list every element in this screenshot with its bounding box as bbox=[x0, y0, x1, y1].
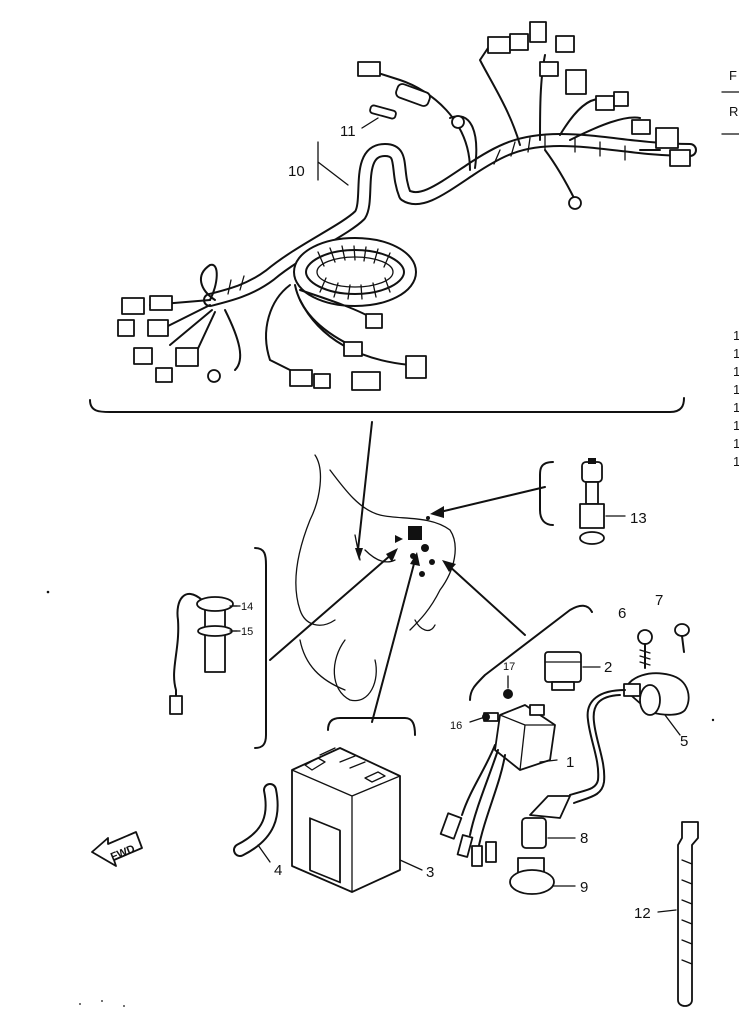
part-5-ignition-coil bbox=[569, 623, 690, 804]
part-14-15-sensor bbox=[169, 592, 241, 715]
callout-10: 10 bbox=[288, 163, 305, 180]
part-3-battery bbox=[291, 747, 423, 893]
callout-1: 1 bbox=[566, 754, 574, 771]
part-9-boot bbox=[509, 857, 576, 895]
edge-num-2: 1 bbox=[733, 364, 739, 379]
harness-bracket bbox=[89, 397, 685, 413]
callout-11: 11 bbox=[340, 123, 356, 140]
right-edge-text: F R 1 1 1 1 1 1 1 1 bbox=[721, 68, 739, 469]
edge-num-5: 1 bbox=[733, 418, 739, 433]
callout-9: 9 bbox=[580, 879, 588, 896]
callout-8: 8 bbox=[580, 830, 588, 847]
part-1-cdi bbox=[439, 675, 558, 867]
callout-3: 3 bbox=[426, 864, 434, 881]
callout-2: 2 bbox=[604, 659, 612, 676]
callout-17: 17 bbox=[503, 661, 515, 673]
bracket-ecu bbox=[469, 604, 593, 701]
bracket-battery bbox=[327, 717, 416, 736]
wire-harness bbox=[117, 21, 697, 391]
part-13-switch bbox=[579, 458, 626, 545]
edge-num-6: 1 bbox=[733, 436, 739, 451]
part-8-plug-cap bbox=[521, 795, 576, 849]
edge-letter-r: R bbox=[729, 104, 738, 119]
part-2-relay bbox=[544, 651, 601, 691]
part-12-band bbox=[657, 821, 699, 1007]
callout-5: 5 bbox=[680, 733, 688, 750]
edge-num-1: 1 bbox=[733, 346, 739, 361]
bracket-13 bbox=[539, 461, 554, 526]
callout-15: 15 bbox=[241, 626, 253, 638]
edge-num-0: 1 bbox=[733, 328, 739, 343]
fwd-arrow-icon: FWD bbox=[91, 831, 143, 867]
leader-arrows bbox=[269, 421, 546, 723]
bracket-14-15 bbox=[254, 547, 267, 749]
callout-16: 16 bbox=[450, 720, 462, 732]
callout-6: 6 bbox=[618, 605, 626, 622]
edge-num-4: 1 bbox=[733, 400, 739, 415]
callout-13: 13 bbox=[630, 510, 647, 527]
callout-4: 4 bbox=[274, 862, 282, 879]
edge-num-3: 1 bbox=[733, 382, 739, 397]
edge-num-7: 1 bbox=[733, 454, 739, 469]
callout-14: 14 bbox=[241, 601, 253, 613]
part-4-breather-hose bbox=[233, 783, 279, 863]
callout-7: 7 bbox=[655, 592, 663, 609]
motorcycle-silhouette bbox=[295, 454, 456, 702]
callout-12: 12 bbox=[634, 905, 651, 922]
callout-leaders bbox=[229, 117, 379, 632]
edge-letter-f: F bbox=[729, 68, 737, 83]
